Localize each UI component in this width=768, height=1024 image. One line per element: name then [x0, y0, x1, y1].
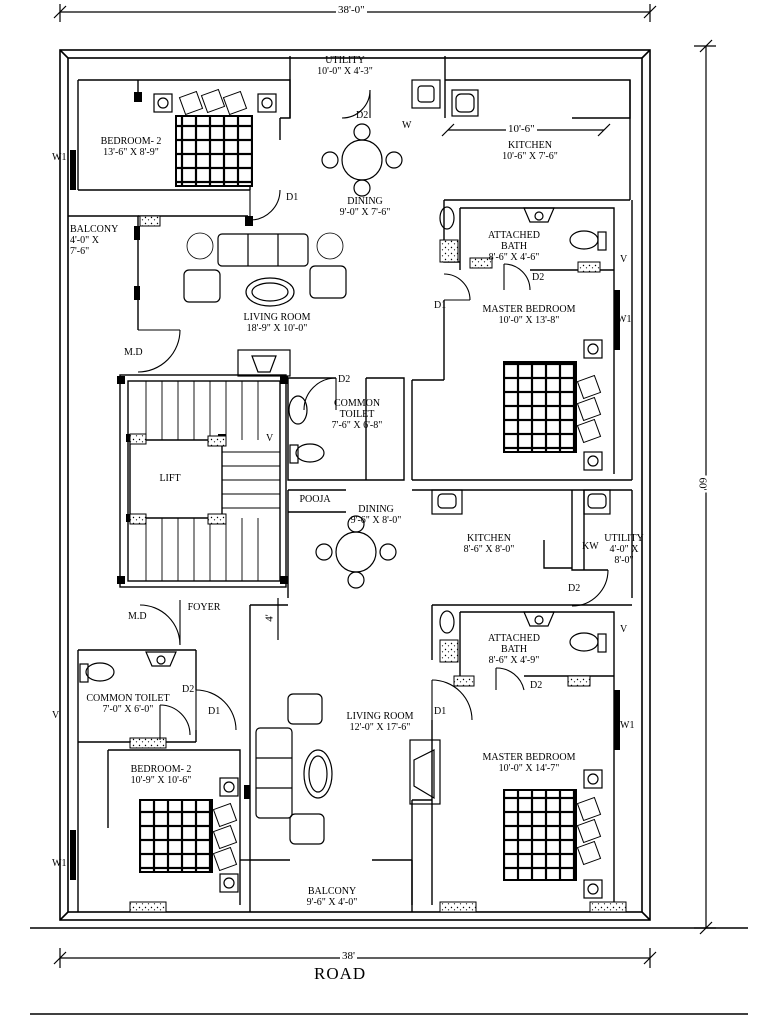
tag-v-toilet-bottom: V: [52, 710, 60, 721]
tag-md-top: M.D: [124, 347, 143, 358]
tag-d1-master-bottom: D1: [434, 706, 447, 717]
tag-d2-toilet-bottom: D2: [182, 684, 195, 695]
dining-tables: [315, 123, 403, 589]
window-sills: [129, 215, 627, 913]
tag-d2-toilet-mid: D2: [338, 374, 351, 385]
tag-kw: KW: [582, 541, 599, 552]
foyer-gap-dimension: 4': [263, 612, 276, 624]
living-furniture: [183, 232, 441, 845]
right-height-dimension: 60': [696, 475, 709, 493]
tag-d2-utility: D2: [356, 110, 369, 121]
tag-d1-master-top: D1: [434, 300, 447, 311]
tag-md-bottom: M.D: [128, 611, 147, 622]
tag-v-bath-top: V: [620, 254, 628, 265]
outer-walls: [59, 49, 651, 921]
beds: [139, 88, 603, 899]
room-lift: LIFT: [159, 473, 181, 484]
tag-w1-bedroom-bottom: W1: [52, 858, 67, 869]
tag-w1-master-top: W1: [617, 314, 632, 325]
tag-v-bath-bottom: V: [620, 624, 628, 635]
tag-w-kitchen: W: [402, 120, 412, 131]
top-width-dimension: 38'-0": [336, 4, 367, 16]
tag-d2-utility-bottom: D2: [568, 583, 581, 594]
tag-d1-bedroom-top: D1: [286, 192, 299, 203]
road-label: ROAD: [314, 964, 367, 983]
tag-v-toilet-mid: V: [266, 433, 274, 444]
room-pooja: POOJA: [299, 494, 331, 505]
bottom-width-dimension: 38': [340, 950, 357, 962]
door-swings: [137, 89, 609, 740]
tag-d2-bath-top: D2: [532, 272, 545, 283]
room-foyer: FOYER: [187, 602, 221, 613]
sanitary-fixtures: [79, 79, 611, 683]
kitchen-width-dimension: 10'-6": [506, 123, 537, 135]
tag-w1-master-bottom: W1: [620, 720, 635, 731]
tag-d1-bedroom-bottom: D1: [208, 706, 221, 717]
tag-w1-bedroom-top: W1: [52, 152, 67, 163]
tag-d2-bath-bottom: D2: [530, 680, 543, 691]
